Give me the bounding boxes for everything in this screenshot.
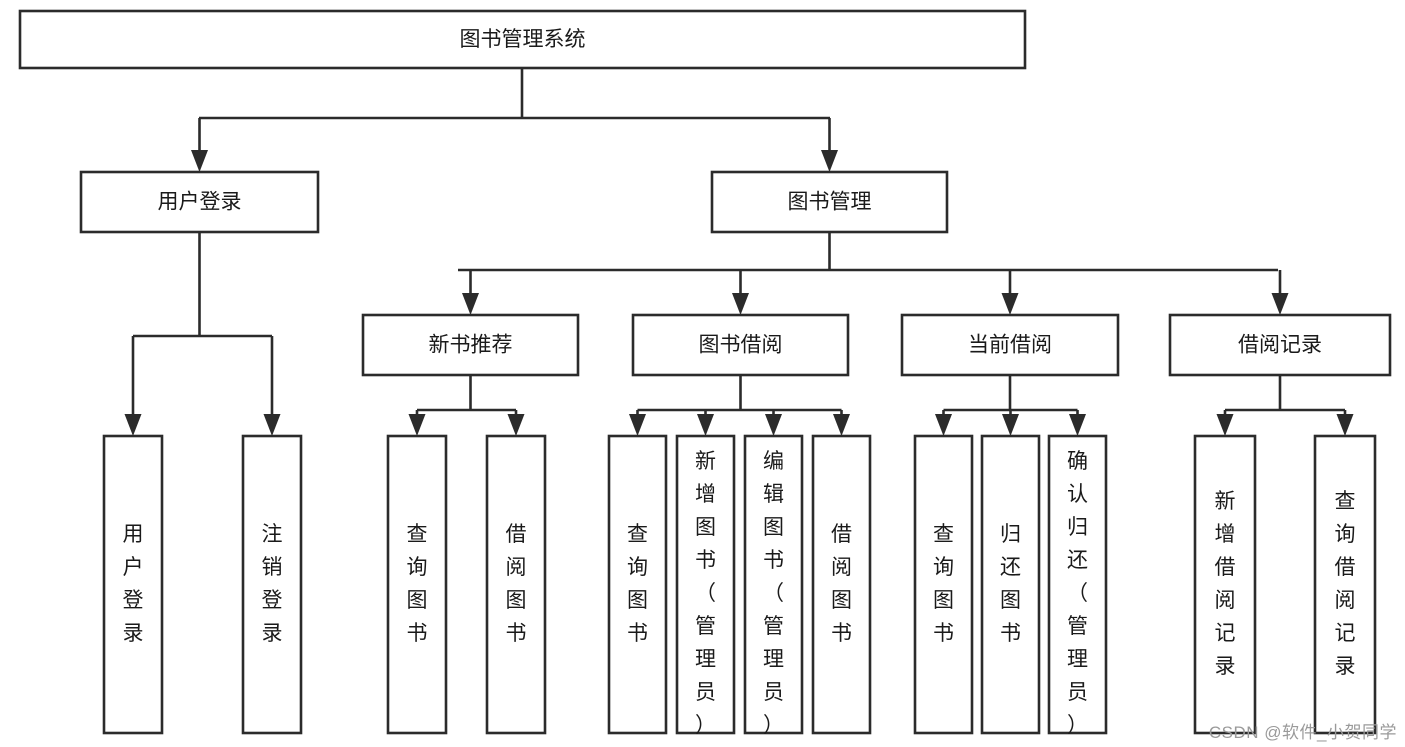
arrow-to-leaf-cb-query-book xyxy=(935,414,952,436)
node-leaf-br-query-record[interactable]: 查询借阅记录 xyxy=(1313,434,1377,735)
node-box-leaf-bb-add-book xyxy=(675,434,736,735)
node-label-undefined: 图书管理系统 xyxy=(460,28,586,51)
node-leaf-cb-confirm-return[interactable]: 确认归还（管理员） xyxy=(1047,434,1108,737)
node-current-borrow[interactable]: 当前借阅 xyxy=(900,313,1120,377)
arrow-to-leaf-bb-add-book xyxy=(697,414,714,436)
node-label-book-manage: 图书管理 xyxy=(788,191,872,214)
arrow-to-current-borrow xyxy=(1001,293,1019,315)
node-box-undefined xyxy=(18,9,1027,70)
node-leaf-cb-return-book[interactable]: 归还图书 xyxy=(980,434,1041,735)
node-label-leaf-rec-query-book: 查询图书 xyxy=(407,523,428,645)
node-leaf-bb-query-book[interactable]: 查询图书 xyxy=(607,434,668,735)
arrow-to-leaf-cb-return-book xyxy=(1002,414,1019,436)
node-leaf-rec-query-book[interactable]: 查询图书 xyxy=(386,434,448,735)
node-label-leaf-br-query-record: 查询借阅记录 xyxy=(1335,490,1356,678)
node-leaf-br-add-record[interactable]: 新增借阅记录 xyxy=(1193,434,1257,735)
node-box-leaf-user-login xyxy=(102,434,164,735)
connectors-layer xyxy=(124,68,1354,436)
node-user-login[interactable]: 用户登录 xyxy=(79,170,320,234)
node-label-leaf-user-login: 用户登录 xyxy=(123,523,144,645)
node-leaf-bb-edit-book[interactable]: 编辑图书（管理员） xyxy=(743,434,804,737)
node-box-leaf-bb-query-book xyxy=(607,434,668,735)
node-box-borrow-record xyxy=(1168,313,1392,377)
arrow-to-leaf-br-add-record xyxy=(1216,414,1234,436)
node-box-book-manage xyxy=(710,170,949,234)
arrow-to-leaf-rec-borrow-book xyxy=(507,414,525,436)
node-label-book-borrow: 图书借阅 xyxy=(699,334,783,357)
node-book-manage[interactable]: 图书管理 xyxy=(710,170,949,234)
arrow-to-borrow-record xyxy=(1271,293,1289,315)
node-box-leaf-rec-borrow-book xyxy=(485,434,547,735)
node-leaf-rec-borrow-book[interactable]: 借阅图书 xyxy=(485,434,547,735)
node-box-leaf-cb-query-book xyxy=(913,434,974,735)
arrow-to-leaf-br-query-record xyxy=(1336,414,1354,436)
node-box-user-login xyxy=(79,170,320,234)
arrow-to-leaf-bb-query-book xyxy=(629,414,646,436)
node-label-current-borrow: 当前借阅 xyxy=(968,334,1052,357)
node-label-user-login: 用户登录 xyxy=(158,191,242,214)
arrow-to-leaf-cb-confirm-return xyxy=(1069,414,1086,436)
node-undefined[interactable]: 图书管理系统 xyxy=(18,9,1027,70)
node-box-leaf-bb-borrow-book xyxy=(811,434,872,735)
node-box-leaf-cb-confirm-return xyxy=(1047,434,1108,735)
node-box-current-borrow xyxy=(900,313,1120,377)
node-leaf-bb-add-book[interactable]: 新增图书（管理员） xyxy=(675,434,736,737)
node-leaf-bb-borrow-book[interactable]: 借阅图书 xyxy=(811,434,872,735)
nodes-layer: 图书管理系统用户登录图书管理新书推荐图书借阅当前借阅借阅记录用户登录注销登录查询… xyxy=(18,9,1392,737)
node-box-new-book-rec xyxy=(361,313,580,377)
node-box-leaf-bb-edit-book xyxy=(743,434,804,735)
node-box-leaf-br-query-record xyxy=(1313,434,1377,735)
arrow-to-book-borrow xyxy=(732,293,749,315)
node-label-borrow-record: 借阅记录 xyxy=(1238,334,1322,357)
node-borrow-record[interactable]: 借阅记录 xyxy=(1168,313,1392,377)
node-box-leaf-rec-query-book xyxy=(386,434,448,735)
arrow-to-leaf-rec-query-book xyxy=(408,414,426,436)
arrow-to-book-manage xyxy=(821,150,838,172)
node-label-leaf-cb-query-book: 查询图书 xyxy=(933,523,954,645)
node-label-new-book-rec: 新书推荐 xyxy=(429,334,513,357)
arrow-to-leaf-user-logout xyxy=(263,414,281,436)
node-label-leaf-cb-confirm-return: 确认归还（管理员） xyxy=(1067,450,1088,737)
node-leaf-user-login[interactable]: 用户登录 xyxy=(102,434,164,735)
node-box-leaf-br-add-record xyxy=(1193,434,1257,735)
node-leaf-cb-query-book[interactable]: 查询图书 xyxy=(913,434,974,735)
arrow-to-new-book-rec xyxy=(462,293,479,315)
node-book-borrow[interactable]: 图书借阅 xyxy=(631,313,850,377)
node-new-book-rec[interactable]: 新书推荐 xyxy=(361,313,580,377)
node-box-leaf-user-logout xyxy=(241,434,303,735)
node-leaf-user-logout[interactable]: 注销登录 xyxy=(241,434,303,735)
node-label-leaf-bb-add-book: 新增图书（管理员） xyxy=(695,450,716,737)
node-box-leaf-cb-return-book xyxy=(980,434,1041,735)
arrow-to-leaf-bb-edit-book xyxy=(765,414,782,436)
node-box-book-borrow xyxy=(631,313,850,377)
node-label-leaf-bb-edit-book: 编辑图书（管理员） xyxy=(763,450,784,737)
node-label-leaf-bb-query-book: 查询图书 xyxy=(627,523,648,645)
arrow-to-user-login xyxy=(191,150,208,172)
arrow-to-leaf-user-login xyxy=(124,414,142,436)
node-label-leaf-br-add-record: 新增借阅记录 xyxy=(1215,490,1236,678)
node-label-leaf-rec-borrow-book: 借阅图书 xyxy=(506,523,527,645)
node-label-leaf-user-logout: 注销登录 xyxy=(262,523,283,645)
node-label-leaf-bb-borrow-book: 借阅图书 xyxy=(831,523,852,645)
node-label-leaf-cb-return-book: 归还图书 xyxy=(1000,523,1021,645)
arrow-to-leaf-bb-borrow-book xyxy=(833,414,850,436)
